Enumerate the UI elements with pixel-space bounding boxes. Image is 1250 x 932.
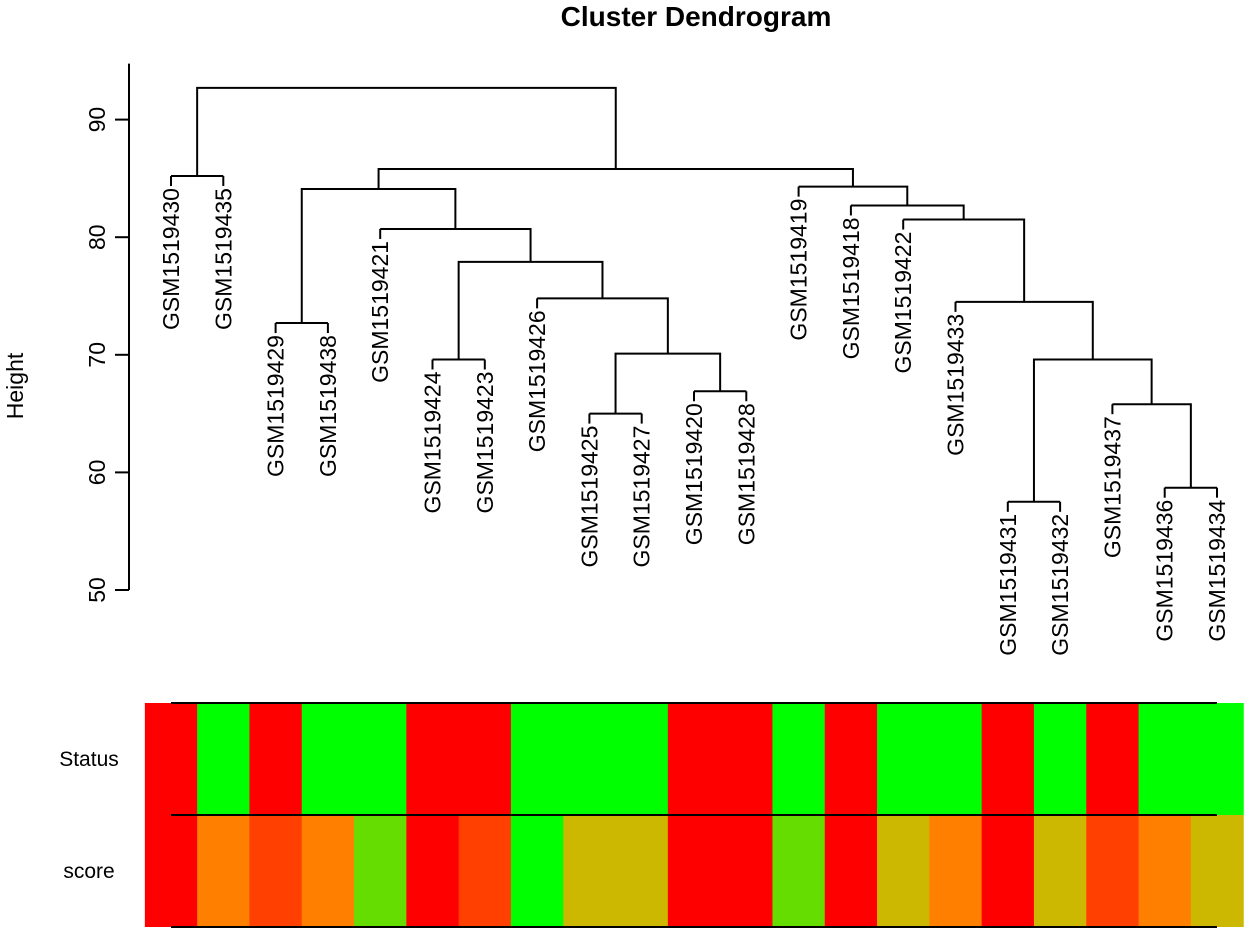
merge-link <box>537 297 669 354</box>
trait-cell-status <box>824 703 878 815</box>
trait-cell-score <box>720 815 774 927</box>
trait-cell-score <box>301 815 355 927</box>
trait-cell-status <box>249 703 303 815</box>
y-tick-label: 70 <box>84 342 110 368</box>
leaf-label-gsm1519434: GSM1519434 <box>1204 499 1230 641</box>
trait-cell-score <box>563 815 617 927</box>
trait-label-score: score <box>63 860 114 883</box>
y-tick-label: 80 <box>84 224 110 250</box>
trait-cell-status <box>1138 703 1192 815</box>
trait-cell-status <box>144 703 198 815</box>
leaf-label-gsm1519418: GSM1519418 <box>838 217 864 359</box>
trait-cell-status <box>772 703 826 815</box>
trait-cell-status <box>354 703 407 815</box>
leaf-label-gsm1519428: GSM1519428 <box>733 403 759 545</box>
trait-cell-status <box>1086 703 1140 815</box>
y-axis-label: Height <box>2 352 28 419</box>
leaf-label-gsm1519438: GSM1519438 <box>315 335 341 477</box>
trait-cell-score <box>354 815 407 927</box>
leaf-label-gsm1519432: GSM1519432 <box>1047 514 1073 656</box>
leaf-label-gsm1519430: GSM1519430 <box>158 188 184 330</box>
chart-title: Cluster Dendrogram <box>561 1 832 32</box>
trait-cell-status <box>301 703 355 815</box>
merge-link <box>1112 403 1192 488</box>
trait-cell-score <box>458 815 512 927</box>
trait-cell-status <box>981 703 1035 815</box>
merge-link <box>798 185 909 206</box>
leaf-label-gsm1519420: GSM1519420 <box>681 403 707 545</box>
leaf-label-gsm1519431: GSM1519431 <box>995 514 1021 656</box>
leaf-label-gsm1519421: GSM1519421 <box>367 241 393 383</box>
trait-cell-score <box>197 815 251 927</box>
y-tick-label: 50 <box>84 577 110 603</box>
trait-cell-score <box>615 815 669 927</box>
leaf-label-gsm1519425: GSM1519425 <box>576 426 602 568</box>
trait-color-bars: Status score <box>59 702 1244 928</box>
leaf-label-gsm1519427: GSM1519427 <box>629 426 655 568</box>
trait-label-status: Status <box>59 748 119 771</box>
leaf-label-gsm1519419: GSM1519419 <box>786 199 812 341</box>
trait-cell-status <box>406 703 460 815</box>
trait-cell-score <box>929 815 983 927</box>
trait-cell-score <box>1190 815 1244 927</box>
merge-link <box>380 227 532 262</box>
leaf-label-gsm1519433: GSM1519433 <box>943 314 969 456</box>
trait-cell-score <box>772 815 826 927</box>
merge-link <box>850 204 965 220</box>
leaf-label-gsm1519426: GSM1519426 <box>524 310 550 452</box>
trait-cell-status <box>667 703 721 815</box>
leaf-label-gsm1519424: GSM1519424 <box>420 371 446 513</box>
trait-cell-status <box>720 703 774 815</box>
trait-cell-status <box>1190 703 1244 815</box>
merge-link <box>955 300 1094 360</box>
trait-cell-status <box>510 703 564 815</box>
y-tick-label: 90 <box>84 107 110 133</box>
trait-cell-score <box>1033 815 1087 927</box>
trait-cell-status <box>615 703 669 815</box>
merge-link <box>377 167 854 189</box>
trait-cell-status <box>929 703 983 815</box>
merge-link <box>1032 358 1153 502</box>
trait-cell-status <box>458 703 512 815</box>
trait-cell-score <box>406 815 460 927</box>
leaf-label-gsm1519422: GSM1519422 <box>890 232 916 374</box>
dendrogram-tree <box>170 86 1218 512</box>
trait-cell-score <box>510 815 564 927</box>
trait-cell-score <box>144 815 198 927</box>
merge-link <box>903 218 1026 302</box>
trait-cell-score <box>249 815 303 927</box>
y-tick-label: 60 <box>84 460 110 486</box>
leaf-label-gsm1519437: GSM1519437 <box>1099 416 1125 558</box>
trait-cell-score <box>1138 815 1192 927</box>
trait-cell-status <box>877 703 930 815</box>
trait-cell-status <box>563 703 617 815</box>
merge-link <box>196 86 617 177</box>
trait-cell-score <box>877 815 930 927</box>
leaf-label-gsm1519429: GSM1519429 <box>263 335 289 477</box>
y-axis: 50 60 70 80 90 <box>84 63 130 603</box>
trait-cell-status <box>1033 703 1087 815</box>
trait-cell-score <box>981 815 1035 927</box>
trait-cell-score <box>1086 815 1140 927</box>
trait-cell-status <box>197 703 251 815</box>
leaf-label-gsm1519435: GSM1519435 <box>210 188 236 330</box>
leaf-label-gsm1519423: GSM1519423 <box>472 372 498 514</box>
leaf-label-gsm1519436: GSM1519436 <box>1152 500 1178 642</box>
trait-cell-score <box>824 815 878 927</box>
trait-cell-score <box>667 815 721 927</box>
